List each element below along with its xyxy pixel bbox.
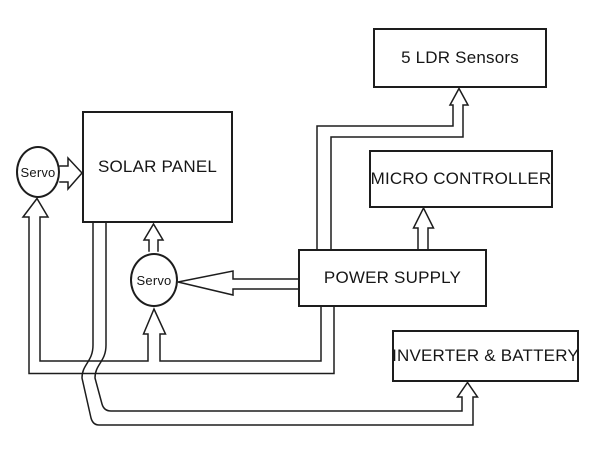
servo-bottom-label: Servo — [136, 272, 172, 288]
arrow-power-to-ldr — [316, 86, 470, 250]
arrow-power-to-micro — [412, 206, 435, 250]
power-supply-box: POWER SUPPLY — [298, 249, 487, 307]
solar-panel-box: SOLAR PANEL — [82, 111, 233, 223]
power-supply-label: POWER SUPPLY — [323, 268, 462, 287]
inverter-battery-label: INVERTER & BATTERY — [392, 346, 579, 365]
ldr-sensors-box: 5 LDR Sensors — [373, 28, 547, 88]
servo-bottom-node: Servo — [130, 253, 178, 307]
arrow-solar-to-inverter — [81, 222, 479, 426]
inverter-battery-box: INVERTER & BATTERY — [392, 330, 579, 382]
arrow-servo-left-to-solar — [59, 156, 84, 191]
solar-panel-label: SOLAR PANEL — [97, 157, 218, 176]
micro-controller-label: MICRO CONTROLLER — [370, 169, 552, 188]
servo-left-node: Servo — [16, 146, 60, 198]
arrow-power-to-servo-bottom — [177, 270, 299, 296]
arrow-power-to-servos — [21, 197, 335, 375]
ldr-sensors-label: 5 LDR Sensors — [401, 48, 519, 67]
micro-controller-box: MICRO CONTROLLER — [369, 150, 553, 208]
servo-left-label: Servo — [20, 164, 56, 180]
arrow-servo-bottom-to-solar — [142, 222, 165, 252]
